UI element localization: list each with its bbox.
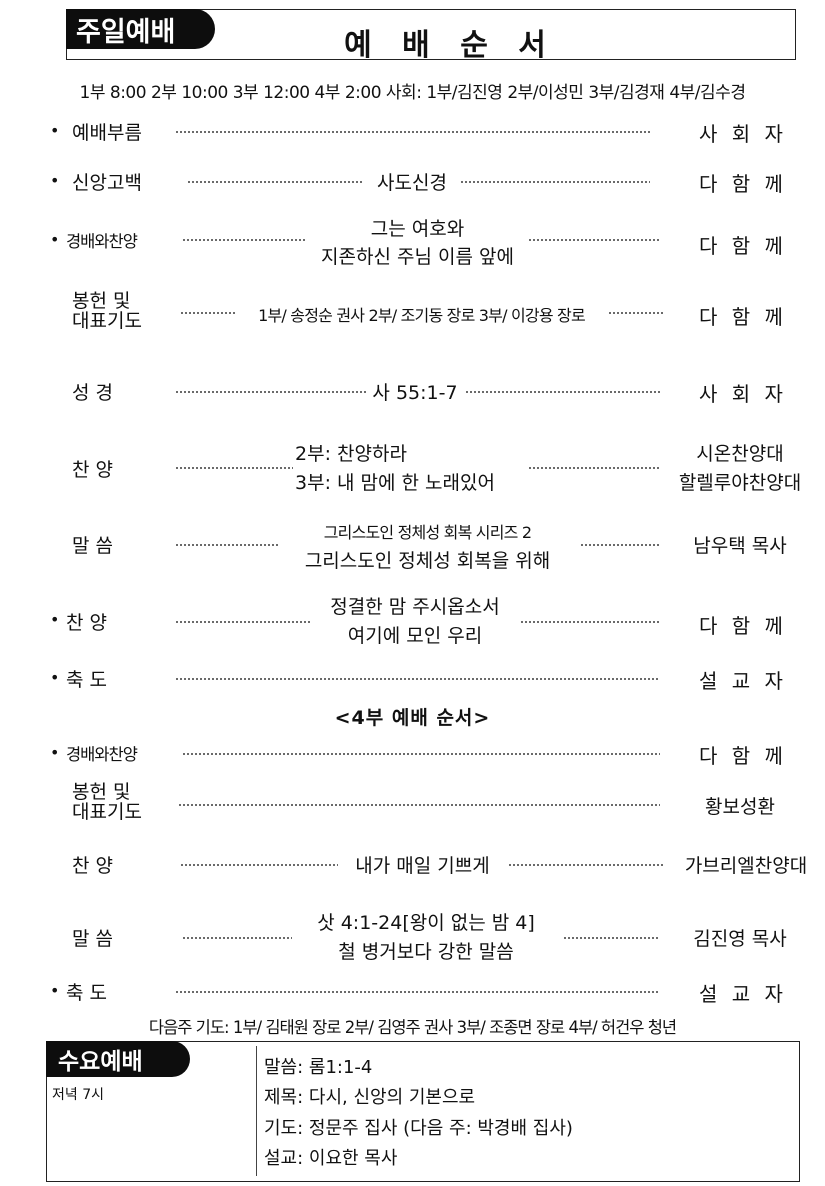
bullet: •	[50, 981, 60, 1000]
page-title: 예 배 순 서	[344, 28, 556, 63]
order-content-line2: 여기에 모인 우리	[347, 625, 483, 647]
service-schedule: 1부 8:00 2부 10:00 3부 12:00 4부 2:00 사회: 1부…	[79, 83, 746, 103]
wednesday-divider	[256, 1046, 257, 1176]
order-label: 찬 양	[72, 855, 113, 877]
order-role-line2: 할렐루야찬양대	[678, 472, 802, 494]
order-role: 다 함 께	[699, 172, 787, 196]
dotted-leader	[182, 753, 660, 755]
section-4-title: <4부 예배 순서>	[334, 707, 491, 729]
order-label: 찬 양	[66, 612, 107, 634]
order-content-line1: 그는 여호와	[370, 218, 465, 240]
order-role: 다 함 께	[699, 614, 787, 638]
dotted-leader	[175, 544, 280, 546]
wednesday-time: 저녁 7시	[52, 1087, 104, 1103]
order-content-line1: 2부: 찬양하라	[295, 443, 407, 465]
dotted-leader	[175, 991, 660, 993]
order-role: 황보성환	[705, 796, 775, 818]
wednesday-prayer: 기도: 정문주 집사 (다음 주: 박경배 집사)	[264, 1118, 573, 1139]
order-label: 신앙고백	[72, 172, 142, 194]
order-role: 가브리엘찬양대	[684, 855, 808, 877]
bullet: •	[50, 230, 60, 249]
dotted-leader	[175, 131, 650, 133]
dotted-leader	[175, 391, 368, 393]
next-week-prayer: 다음주 기도: 1부/ 김태원 장로 2부/ 김영주 권사 3부/ 조종면 장로…	[148, 1018, 677, 1037]
order-content: 사 55:1-7	[372, 382, 458, 404]
order-role: 사 회 자	[699, 382, 787, 406]
dotted-leader	[520, 621, 660, 623]
order-label: 말 씀	[72, 535, 113, 557]
order-label: 경배와찬양	[66, 745, 138, 764]
order-content: 사도신경	[377, 172, 447, 194]
dotted-leader	[182, 937, 292, 939]
order-content: 1부/ 송정순 권사 2부/ 조기동 장로 3부/ 이강용 장로	[258, 306, 586, 325]
order-content: 내가 매일 기쁘게	[355, 855, 490, 877]
order-label-line1: 봉헌 및	[72, 781, 131, 803]
order-label: 성 경	[72, 382, 113, 404]
bullet: •	[50, 668, 60, 687]
wednesday-preacher: 설교: 이요한 목사	[264, 1148, 398, 1169]
dotted-leader	[563, 937, 660, 939]
order-label: 말 씀	[72, 928, 113, 950]
order-role: 사 회 자	[699, 122, 787, 146]
order-role-line1: 시온찬양대	[696, 443, 784, 465]
dotted-leader	[608, 312, 663, 314]
order-content-line2: 그리스도인 정체성 회복을 위해	[304, 550, 551, 572]
order-label-line2: 대표기도	[72, 801, 142, 823]
order-role: 김진영 목사	[693, 928, 787, 950]
wednesday-service-badge: 수요예배	[46, 1041, 190, 1077]
order-role: 설 교 자	[699, 669, 787, 693]
wednesday-service-box	[46, 1041, 800, 1182]
dotted-leader	[465, 391, 660, 393]
dotted-leader	[182, 239, 307, 241]
order-content-line2: 지존하신 주님 이름 앞에	[321, 246, 514, 268]
wednesday-title: 제목: 다시, 신앙의 기본으로	[264, 1087, 476, 1108]
dotted-leader	[580, 544, 660, 546]
order-content-line2: 3부: 내 맘에 한 노래있어	[295, 472, 495, 494]
order-label: 찬 양	[72, 459, 113, 481]
order-label: 축 도	[66, 982, 107, 1004]
bullet: •	[50, 743, 60, 762]
dotted-leader	[528, 239, 660, 241]
order-label-line2: 대표기도	[72, 310, 142, 332]
order-role: 남우택 목사	[693, 535, 787, 557]
order-label: 예배부름	[72, 122, 142, 144]
order-content-line1: 삿 4:1-24[왕이 없는 밤 4]	[317, 912, 535, 934]
sunday-service-badge: 주일예배	[66, 9, 215, 49]
dotted-leader	[508, 864, 664, 866]
dotted-leader	[175, 678, 660, 680]
dotted-leader	[460, 181, 650, 183]
order-role: 다 함 께	[699, 234, 787, 258]
wednesday-scripture: 말씀: 롬1:1-4	[264, 1057, 373, 1078]
order-label: 축 도	[66, 669, 107, 691]
order-role: 다 함 께	[699, 744, 787, 768]
order-label-line1: 봉헌 및	[72, 290, 131, 312]
bullet: •	[50, 610, 60, 629]
dotted-leader	[175, 467, 293, 469]
dotted-leader	[180, 864, 338, 866]
dotted-leader	[175, 621, 310, 623]
bullet: •	[50, 121, 60, 140]
dotted-leader	[187, 181, 363, 183]
order-role: 다 함 께	[699, 305, 787, 329]
dotted-leader	[178, 804, 660, 806]
order-content-line1: 그리스도인 정체성 회복 시리즈 2	[323, 523, 532, 542]
order-content-line1: 정결한 맘 주시옵소서	[330, 596, 500, 618]
order-role: 설 교 자	[699, 982, 787, 1006]
bullet: •	[50, 171, 60, 190]
dotted-leader	[528, 467, 660, 469]
order-content-line2: 철 병거보다 강한 말씀	[338, 941, 514, 963]
dotted-leader	[180, 312, 235, 314]
order-label: 경배와찬양	[66, 232, 138, 251]
